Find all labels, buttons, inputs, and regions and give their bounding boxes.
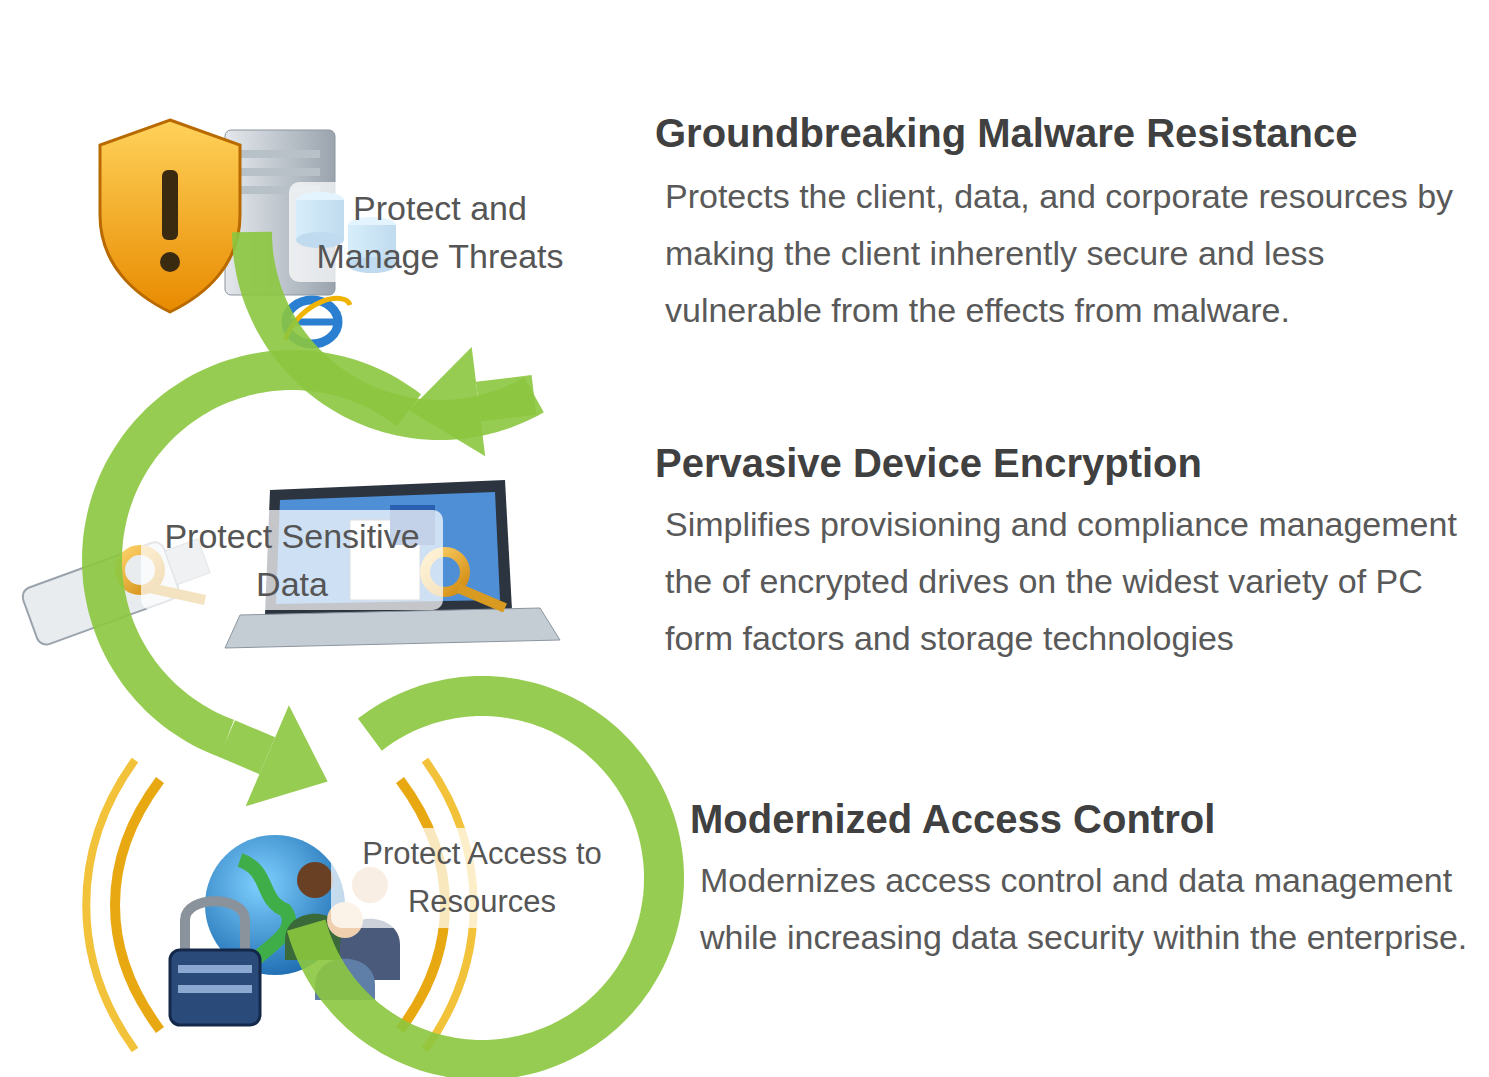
ring-label: Protect Access to Resources [331, 828, 633, 928]
feature-description: Protects the client, data, and corporate… [665, 168, 1480, 339]
ring-label: Protect and Manage Threats [289, 182, 591, 282]
arrow-shaft [227, 739, 267, 756]
feature-heading: Groundbreaking Malware Resistance [655, 108, 1475, 158]
feature-heading: Pervasive Device Encryption [655, 438, 1475, 488]
arrow-head [246, 705, 328, 806]
ring-arc [306, 696, 664, 1060]
feature-heading: Modernized Access Control [690, 794, 1480, 844]
cycle-ring: Protect Access to Resources [280, 676, 684, 1077]
ring-label: Protect Sensitive Data [141, 510, 443, 610]
cycle-arrow [227, 705, 328, 806]
feature-description: Modernizes access control and data manag… [700, 852, 1480, 966]
feature-description: Simplifies provisioning and compliance m… [665, 496, 1480, 667]
